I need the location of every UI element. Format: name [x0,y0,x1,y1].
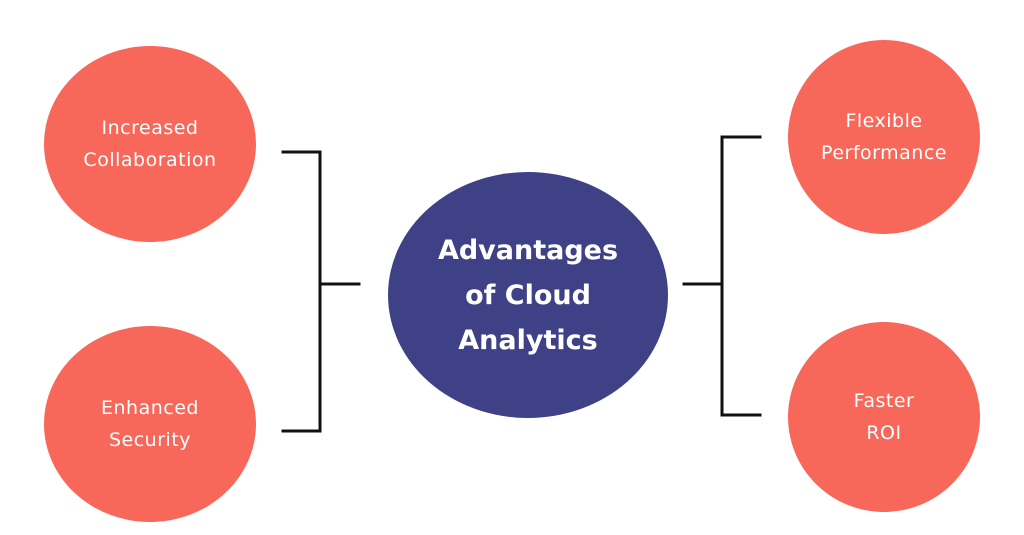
benefit-label: Enhanced [101,397,199,419]
left-bracket [281,150,322,433]
benefit-label: Faster [853,390,915,412]
benefit-label: Collaboration [83,149,217,171]
benefit-label: Security [108,429,192,451]
central-topic-line: Advantages [437,234,619,266]
benefit-label: Increased [101,117,199,139]
benefit-label: Performance [821,142,947,164]
benefit-flexible-performance: Flexible Performance [788,40,980,234]
benefit-label: Flexible [845,110,923,132]
benefit-increased-collaboration: Increased Collaboration [44,46,256,242]
benefit-enhanced-security: Enhanced Security [44,326,256,522]
central-topic-line: of Cloud [465,279,591,311]
central-topic: Advantages of Cloud Analytics [388,172,668,418]
right-bracket [720,135,762,417]
benefit-label: ROI [866,422,902,444]
benefit-faster-roi: Faster ROI [788,322,980,512]
central-topic-line: Analytics [458,324,598,356]
